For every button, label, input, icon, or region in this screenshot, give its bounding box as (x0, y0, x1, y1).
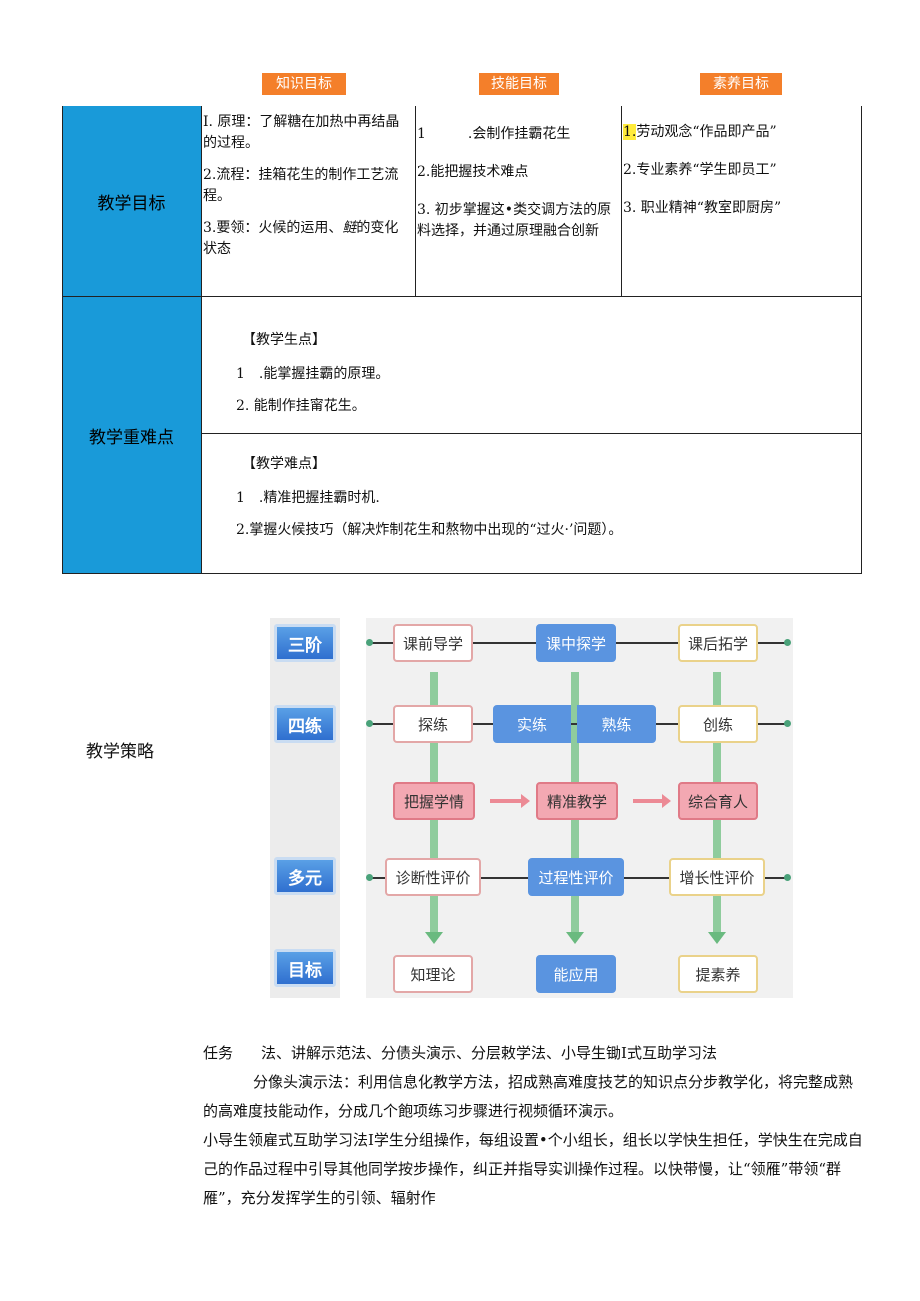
flow-arrow-center-icon (566, 932, 584, 944)
difficulty-section: 【教学难点】 1 .精准把握挂霸时机. 2.掌握火候技巧（解决炸制花生和熬物中出… (236, 454, 846, 540)
flow-arrow-right-icon (708, 932, 726, 944)
node-in-class: 课中探学 (536, 624, 616, 662)
difficulty-item-2: 2.掌握火候技巧（解决炸制花生和熬物中出现的“过火·’问题）。 (236, 522, 623, 538)
focus-item-1: 1 .能掌握挂霸的原理。 (236, 366, 390, 382)
node-can-apply: 能应用 (536, 955, 616, 993)
node-process-eval: 过程性评价 (528, 858, 624, 896)
knowledge-item-3: 3.要领：火候的运用、鲢的变化状态 (203, 220, 399, 257)
skill-goal-cell: 1 .会制作挂霸花生 2.能把握技术难点 3. 初步掌握这•类交调方法的原料选择… (417, 124, 619, 242)
skill-item-2: 2.能把握技术难点 (417, 164, 529, 180)
peer-learning-paragraph: 小导生领雇式互助学习法I学生分组操作，每组设置•个小组长，组长以学快生担任，学快… (203, 1131, 863, 1207)
eval-line-end-dot (784, 874, 791, 881)
pink-arrow-1-icon (490, 794, 530, 808)
focus-title: 【教学生点】 (242, 332, 326, 348)
node-post-class: 课后拓学 (678, 624, 758, 662)
literacy-item-3: 3. 职业精神“教室即厨房” (623, 200, 782, 216)
literacy-goal-tag: 素养目标 (700, 73, 782, 95)
node-real-practice: 实练 (493, 705, 571, 743)
level-goal: 目标 (274, 949, 336, 987)
focus-item-2: 2. 能制作挂甯花生。 (236, 398, 366, 414)
keypoints-label: 教学重难点 (89, 427, 174, 448)
method-list: 法、讲解示范法、分债头演示、分层敕学法、小导生锄Ⅰ式互助学习法 (261, 1044, 717, 1062)
node-precise-teaching: 精准教学 (536, 782, 618, 820)
method-line: 任务 法、讲解示范法、分债头演示、分层敕学法、小导生锄Ⅰ式互助学习法 (203, 1039, 863, 1068)
flow-arrow-left-icon (425, 932, 443, 944)
knowledge-goal-tag: 知识目标 (262, 73, 346, 95)
node-know-theory: 知理论 (393, 955, 473, 993)
level-three-stage: 三阶 (274, 624, 336, 662)
stage-line-start-dot (366, 639, 373, 646)
knowledge-item-1: I. 原理：了解糖在加热中再结晶的过程。 (203, 114, 400, 151)
difficulty-title: 【教学难点】 (242, 456, 326, 472)
level-multi-eval: 多元 (274, 857, 336, 895)
node-grasp-situation: 把握学情 (393, 782, 475, 820)
difficulty-item-1: 1 .精准把握挂霸时机. (236, 490, 380, 506)
practice-line-end-dot (784, 720, 791, 727)
objectives-label-cell: 教学目标 (62, 106, 201, 296)
knowledge-item-2: 2.流程：挂箱花生的制作工艺流程。 (203, 167, 399, 204)
eval-line-start-dot (366, 874, 373, 881)
knowledge-glyph: 鲢 (342, 220, 357, 236)
node-growth-eval: 增长性评价 (669, 858, 765, 896)
literacy-item-1: 1.劳动观念“作品即产品” (623, 124, 777, 140)
camera-demo-paragraph: 分像头演示法：利用信息化教学方法，招成熟高难度技艺的知识点分步教学化，将完整成熟… (203, 1073, 854, 1120)
level-four-practice: 四练 (274, 705, 336, 743)
node-raise-literacy: 提素养 (678, 955, 758, 993)
node-diagnostic-eval: 诊断性评价 (385, 858, 481, 896)
practice-line-start-dot (366, 720, 373, 727)
level-panel (270, 618, 340, 998)
skill-item-3: 3. 初步掌握这•类交调方法的原料选择，并通过原理融合创新 (417, 202, 612, 239)
stage-line-end-dot (784, 639, 791, 646)
node-holistic-education: 综合育人 (678, 782, 758, 820)
node-skilled-practice: 熟练 (577, 705, 656, 743)
knowledge-goal-cell: I. 原理：了解糖在加热中再结晶的过程。 2.流程：挂箱花生的制作工艺流程。 3… (203, 112, 411, 260)
node-create-practice: 创练 (678, 705, 758, 743)
keypoints-label-cell: 教学重难点 (62, 296, 201, 574)
skill-item-1: 1 .会制作挂霸花生 (417, 126, 571, 142)
literacy-goal-cell: 1.劳动观念“作品即产品” 2.专业素养“学生即员工” 3. 职业精神“教室即厨… (623, 122, 859, 219)
node-explore-practice: 探练 (393, 705, 473, 743)
pink-arrow-2-icon (633, 794, 671, 808)
skill-goal-tag: 技能目标 (479, 73, 559, 95)
method-prefix: 任务 (203, 1044, 234, 1062)
focus-section: 【教学生点】 1 .能掌握挂霸的原理。 2. 能制作挂甯花生。 (236, 330, 836, 416)
objectives-label: 教学目标 (97, 193, 166, 214)
node-pre-class: 课前导学 (393, 624, 473, 662)
literacy-item-2: 2.专业素养“学生即员工” (623, 162, 777, 178)
strategy-label: 教学策略 (86, 742, 154, 762)
